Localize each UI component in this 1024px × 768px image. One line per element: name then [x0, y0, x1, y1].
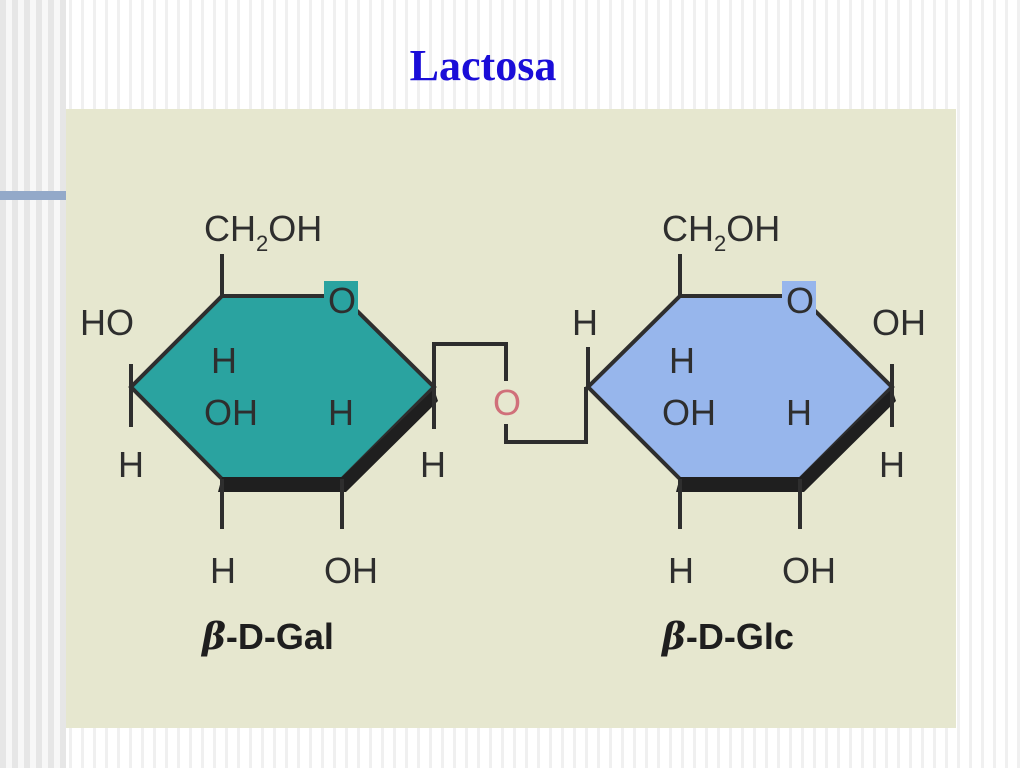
galactose-c2-bottom-oh: OH	[324, 550, 378, 591]
galactose-c2-h: H	[328, 392, 354, 433]
galactose-ring-oxygen: O	[328, 280, 356, 321]
galactose-c4-bottom-h: H	[118, 444, 144, 485]
galactose-c1-bottom-h: H	[420, 444, 446, 485]
galactose-ring-front-edge	[218, 389, 438, 492]
galactose-ring-body	[128, 294, 437, 481]
accent-bar	[0, 191, 66, 200]
glycosidic-linkage	[432, 342, 588, 444]
lactose-structure-figure: CH2OH O HO H OH H H H H OH O CH2OH O H O…	[66, 109, 956, 728]
galactose-ring	[128, 254, 438, 529]
galactose-c3-bottom-h: H	[210, 550, 236, 591]
galactose-ring-oxygen-bg	[324, 281, 358, 315]
glucose-ring-front-edge	[676, 389, 896, 492]
glucose-ring-body	[585, 294, 895, 481]
galactose-c3-oh: OH	[204, 392, 258, 433]
glucose-c1-bottom-h: H	[879, 444, 905, 485]
slide-title: Lactosa	[409, 41, 557, 90]
galactose-caption: β-D-Gal	[200, 616, 334, 658]
glucose-caption: β-D-Glc	[660, 616, 794, 658]
galactose-c4-h: H	[211, 340, 237, 381]
glucose-ring-oxygen: O	[786, 280, 814, 321]
glucose-ring	[585, 254, 896, 529]
glucose-c2-bottom-oh: OH	[782, 550, 836, 591]
linkage-bond-right	[504, 387, 588, 444]
glucose-ring-oxygen-bg	[782, 281, 816, 315]
left-stripe-band	[0, 0, 66, 768]
glucose-c3-oh: OH	[662, 392, 716, 433]
glycosidic-oxygen: O	[493, 382, 521, 423]
galactose-c4-ho: HO	[80, 302, 134, 343]
glucose-c5-h: H	[669, 340, 695, 381]
galactose-ch2oh-label: CH2OH	[204, 208, 322, 256]
glucose-c2-h: H	[786, 392, 812, 433]
glucose-c1-oh: OH	[872, 302, 926, 343]
linkage-bond-left	[432, 342, 508, 387]
glucose-c4-h: H	[572, 302, 598, 343]
glucose-ch2oh-label: CH2OH	[662, 208, 780, 256]
lactose-structure-diagram: CH2OH O HO H OH H H H H OH O CH2OH O H O…	[80, 208, 926, 658]
glucose-c3-bottom-h: H	[668, 550, 694, 591]
